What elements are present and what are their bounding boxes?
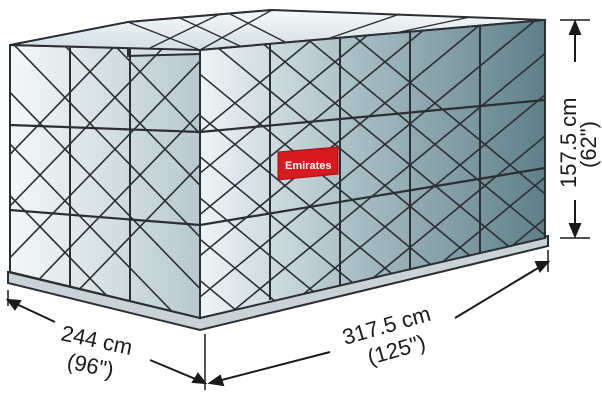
depth-dimension bbox=[5, 290, 208, 390]
length-dimension bbox=[207, 250, 551, 387]
height-dimension bbox=[560, 19, 590, 239]
cargo-top-surface bbox=[9, 8, 546, 52]
cargo-side-face bbox=[9, 43, 201, 320]
height-label-metric: 157.5 cm bbox=[556, 98, 581, 189]
cargo-net-side bbox=[10, 45, 200, 318]
cargo-front-face bbox=[199, 18, 546, 320]
emirates-logo-text: Emirates bbox=[285, 160, 331, 172]
emirates-logo: Emirates bbox=[277, 146, 339, 181]
cargo-net-top bbox=[127, 9, 471, 51]
height-label-imperial: (62") bbox=[576, 121, 601, 168]
